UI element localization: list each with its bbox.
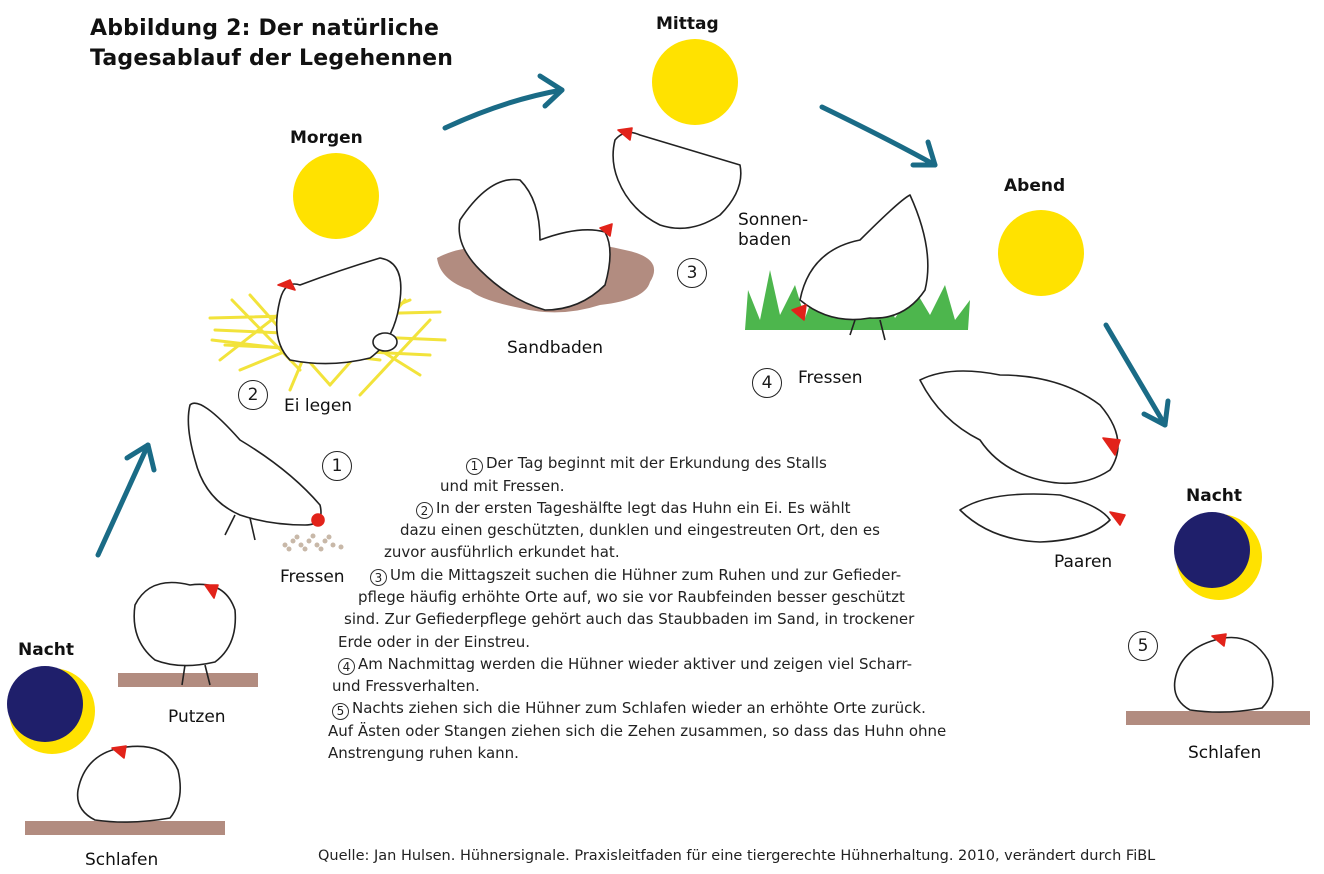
description-line: dazu einen geschützten, dunklen und eing… bbox=[300, 519, 1060, 541]
figure-title-line-1: Abbildung 2: Der natürliche bbox=[90, 14, 453, 44]
moon-right bbox=[1174, 512, 1262, 600]
sun-noon bbox=[652, 39, 738, 125]
description-line: und mit Fressen. bbox=[300, 475, 1060, 497]
label-sunbath-line-2: baden bbox=[738, 230, 791, 250]
label-mate: Paaren bbox=[1054, 552, 1112, 572]
arrow-noon-to-evening bbox=[822, 107, 935, 165]
step-number-4: 4 bbox=[752, 368, 782, 398]
description-step-number: 4 bbox=[338, 658, 355, 675]
phase-label-night-left: Nacht bbox=[18, 640, 74, 660]
step-number-2: 2 bbox=[238, 380, 268, 410]
sun-evening bbox=[998, 210, 1084, 296]
hen-sleeping-left bbox=[78, 746, 181, 822]
perch-putzen bbox=[118, 673, 258, 687]
perch-sleep-right bbox=[1126, 711, 1310, 725]
moon-left bbox=[7, 666, 95, 754]
description-line: Anstrengung ruhen kann. bbox=[300, 742, 1060, 764]
hen-sunbathing bbox=[613, 128, 741, 228]
phase-label-evening: Abend bbox=[1004, 176, 1065, 196]
arrow-evening-to-night bbox=[1106, 325, 1168, 425]
description-step-number: 3 bbox=[370, 569, 387, 586]
description-line: Erde oder in der Einstreu. bbox=[300, 631, 1060, 653]
source-citation: Quelle: Jan Hulsen. Hühnersignale. Praxi… bbox=[318, 848, 1155, 864]
description-line: Auf Ästen oder Stangen ziehen sich die Z… bbox=[300, 720, 1060, 742]
label-eat-4: Fressen bbox=[798, 368, 863, 388]
label-sunbath-line-1: Sonnen- bbox=[738, 210, 808, 230]
label-preen: Putzen bbox=[168, 707, 226, 727]
figure-title-line-2: Tagesablauf der Legehennen bbox=[90, 44, 453, 74]
phase-label-night-right: Nacht bbox=[1186, 486, 1242, 506]
step-number-5: 5 bbox=[1128, 631, 1158, 661]
arrow-morning-to-noon bbox=[445, 76, 562, 128]
description-line: zuvor ausführlich erkundet hat. bbox=[300, 541, 1060, 563]
label-sleep-left: Schlafen bbox=[85, 850, 158, 870]
description-line: sind. Zur Gefiederpflege gehört auch das… bbox=[300, 608, 1060, 630]
description-line: pflege häufig erhöhte Orte auf, wo sie v… bbox=[300, 586, 1060, 608]
hen-sleeping-right bbox=[1175, 634, 1273, 712]
phase-label-morning: Morgen bbox=[290, 128, 363, 148]
hen-laying-egg bbox=[277, 258, 401, 364]
hen-preening bbox=[134, 583, 235, 686]
label-sandbath: Sandbaden bbox=[507, 338, 603, 358]
step-number-3: 3 bbox=[677, 258, 707, 288]
phase-label-noon: Mittag bbox=[656, 14, 719, 34]
description-line: und Fressverhalten. bbox=[300, 675, 1060, 697]
description-step-number: 5 bbox=[332, 703, 349, 720]
label-sleep-right: Schlafen bbox=[1188, 743, 1261, 763]
sun-morning bbox=[293, 153, 379, 239]
arrow-night-to-morning bbox=[98, 445, 154, 555]
label-lay-egg: Ei legen bbox=[284, 396, 352, 416]
description-step-number: 2 bbox=[416, 502, 433, 519]
figure-title: Abbildung 2: Der natürliche Tagesablauf … bbox=[90, 14, 453, 74]
perch-sleep-left bbox=[25, 821, 225, 835]
description-step-number: 1 bbox=[466, 458, 483, 475]
